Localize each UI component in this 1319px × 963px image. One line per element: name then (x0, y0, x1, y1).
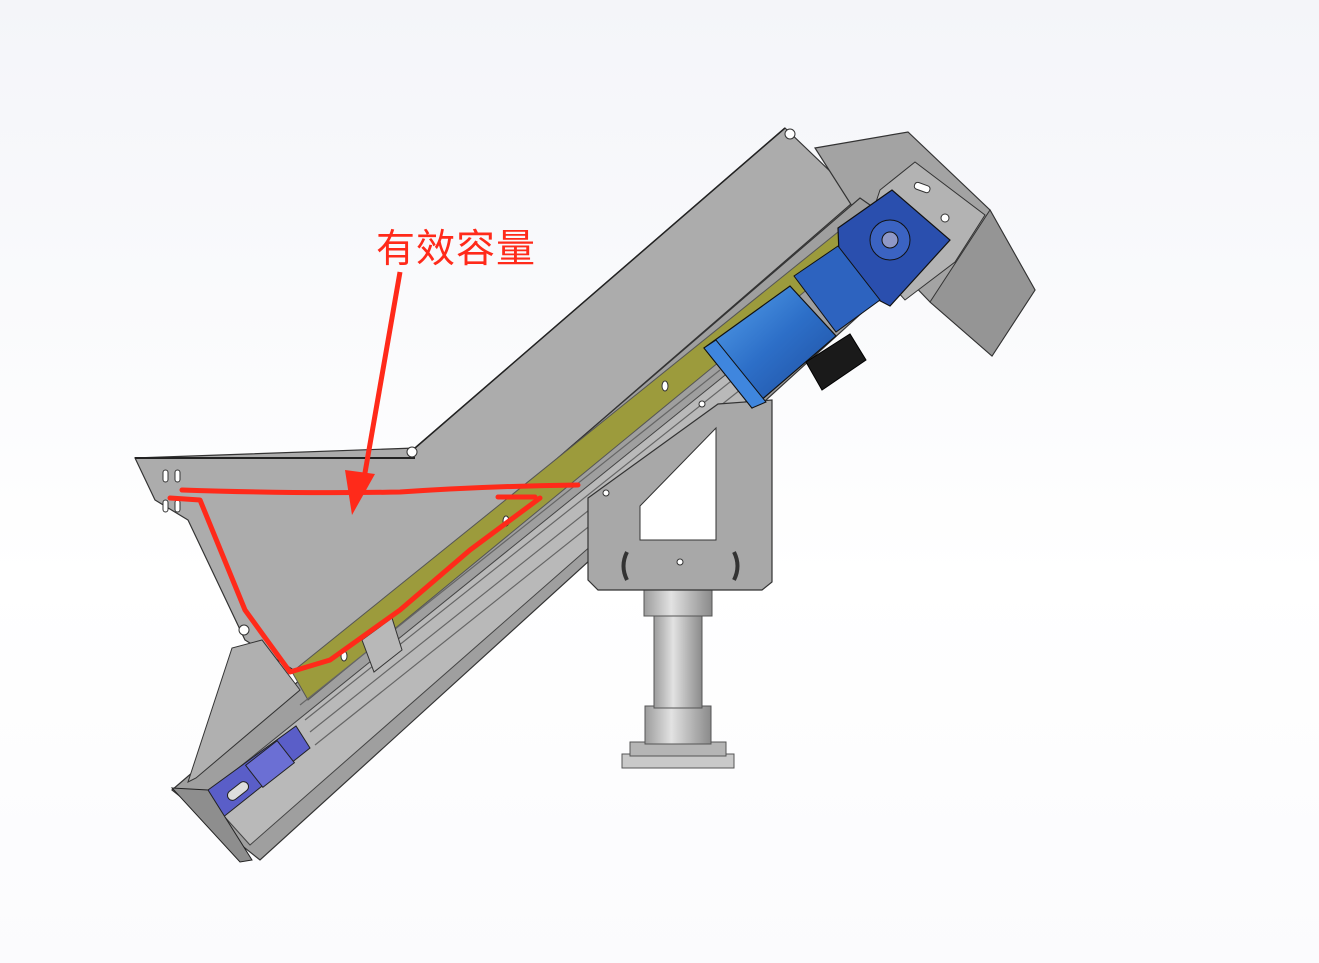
stand-upper-collar (643, 589, 713, 617)
head-bolt (940, 213, 950, 223)
gearbox-adapter (793, 245, 881, 333)
hopper-lower-panel (187, 639, 301, 783)
discharge-chute-front (929, 209, 1036, 357)
annotation-arrow (345, 271, 403, 515)
motor-end-cap (703, 339, 767, 409)
head-slot (913, 181, 931, 194)
tail-bottom-plate (170, 787, 253, 863)
edge-fasteners (238, 128, 796, 636)
motor-connector-box (805, 333, 867, 391)
stand-column (653, 611, 703, 709)
gear-motor-icon (703, 189, 951, 409)
support-stand (621, 589, 735, 769)
mounting-bracket (587, 399, 773, 591)
capacity-annotation-label: 有效容量 (376, 227, 537, 272)
stand-lower-sleeve (644, 705, 712, 745)
hopper-slots (162, 469, 181, 513)
capacity-outline (167, 482, 581, 675)
